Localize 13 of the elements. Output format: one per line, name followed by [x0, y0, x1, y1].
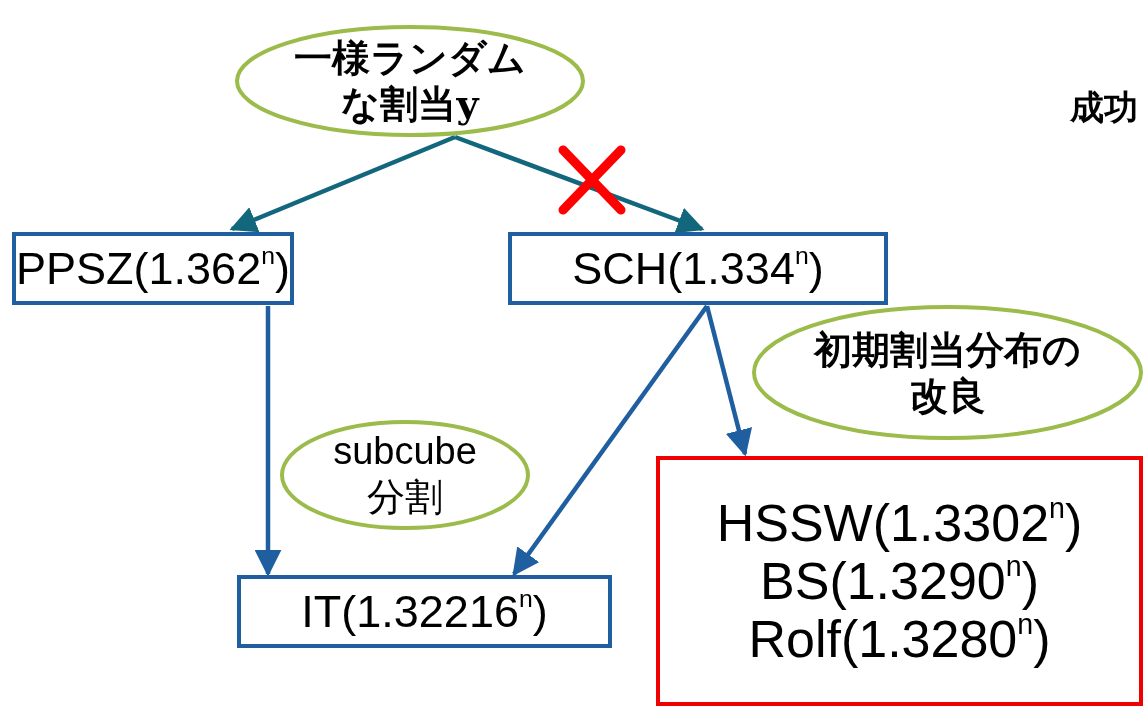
ellipse-label: 一様ランダムな割当y — [235, 25, 585, 137]
arrow — [229, 134, 456, 233]
ellipse-label: 初期割当分布の改良 — [752, 305, 1143, 440]
ellipse-label: subcube分割 — [280, 420, 530, 530]
result-box: HSSW(1.3302$^{n}$) BS(1.3290$^{n}$) Rolf(1.3280$^{n}$) — [656, 456, 1143, 706]
arrow — [454, 134, 705, 234]
arrow — [254, 306, 282, 577]
note-text: 成功 — [1070, 86, 1138, 129]
arrow — [512, 304, 709, 577]
process-box: IT(1.32216$^{n}$) — [237, 575, 612, 648]
process-box: SCH(1.334$^{n}$) — [508, 232, 888, 305]
process-box: PPSZ(1.362$^{n}$) — [12, 232, 294, 305]
arrow — [704, 305, 753, 457]
